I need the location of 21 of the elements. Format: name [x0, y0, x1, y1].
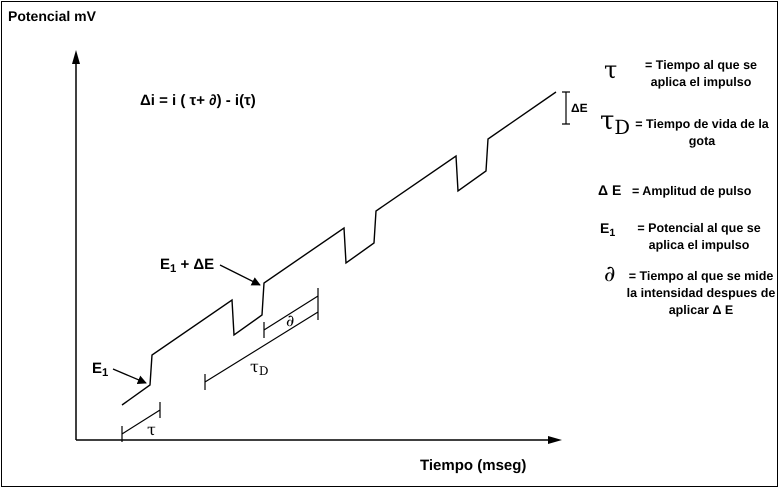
symbol-text: τ	[604, 55, 618, 86]
definition-text: = Amplitud de pulso	[632, 183, 752, 200]
leader-arrow	[112, 368, 147, 384]
definition-text: = Potencial al que se aplica el impulso	[636, 220, 762, 254]
formula-text: Δi = i ( τ+ ∂) - i(τ)	[140, 91, 256, 111]
definition-text: = Tiempo al que se aplica el impulso	[644, 57, 758, 91]
axis-label: Tiempo (mseg)	[420, 456, 526, 476]
definition-text: = Tiempo de vida de la gota	[634, 116, 770, 150]
leader-text: E$_{1}$ + ΔE	[160, 254, 218, 276]
symbol-text: ∂	[604, 262, 616, 288]
dimension-label: ∂	[286, 312, 294, 330]
symbol-text: Δ E	[598, 181, 622, 200]
dimension-label: τ$_{D}$	[250, 358, 268, 376]
definition-text: = Tiempo al que se mide la intensidad despues de aplicar Δ E	[626, 268, 776, 319]
leader-arrow	[220, 264, 261, 286]
symbol-text: E$_{1}$	[600, 219, 616, 239]
dimension-label: τ	[147, 422, 156, 438]
leader-text: E$_{1}$	[92, 358, 111, 380]
axis-label: Potencial mV	[8, 7, 96, 26]
dimension-label: ΔE	[571, 100, 588, 117]
symbol-text: τ$_{D}$	[600, 106, 630, 136]
